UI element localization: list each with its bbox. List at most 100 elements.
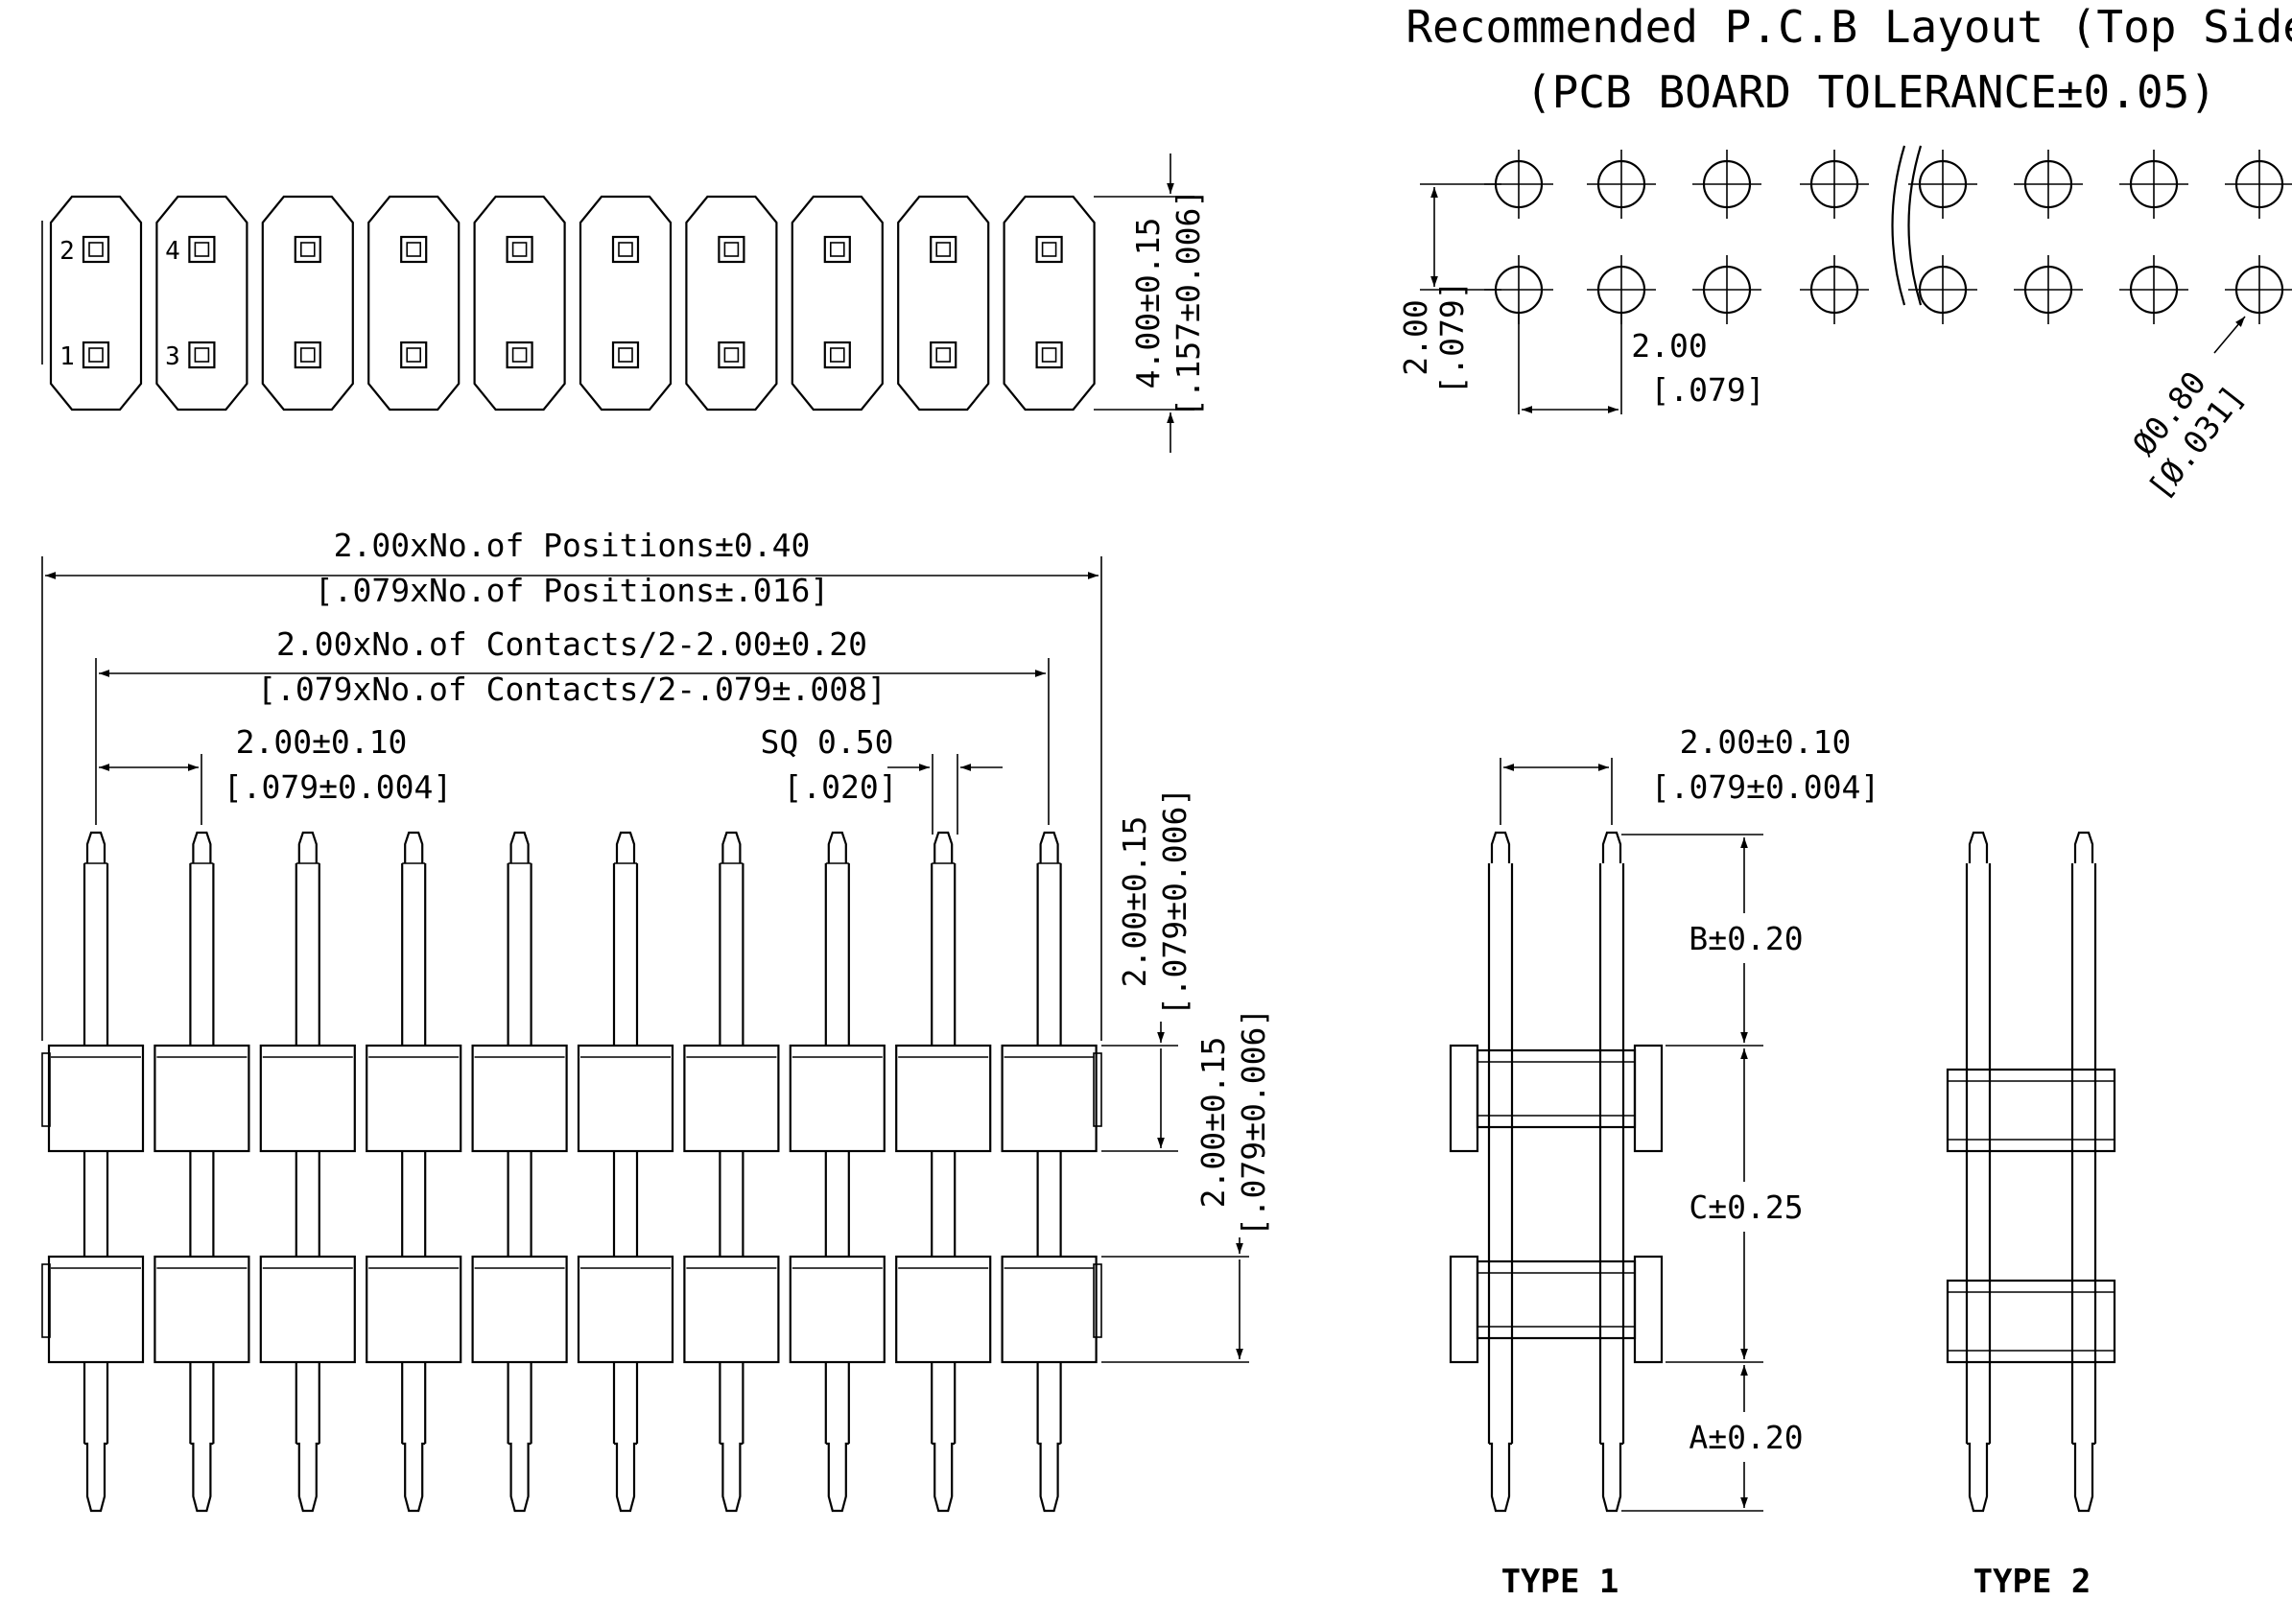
dim-a: A±0.20 <box>1689 1419 1803 1456</box>
pin-size-dim: SQ 0.50 <box>760 723 893 761</box>
pcb-col-pitch: 2.00 <box>1631 327 1707 365</box>
pcb-layout: Recommended P.C.B Layout (Top Side) (PCB… <box>1397 1 2292 506</box>
housing-block <box>683 1255 780 1364</box>
pin-tip-bottom <box>1037 1442 1061 1513</box>
pin-tip-top <box>192 831 212 863</box>
pin-square <box>823 235 851 264</box>
pin-square <box>82 341 110 369</box>
pin-tip-top <box>721 831 742 863</box>
pin-square <box>930 235 957 264</box>
type-1-label: TYPE 1 <box>1501 1563 1619 1601</box>
pin-tip-bottom <box>1967 1442 1990 1513</box>
pin-pitch-dim-inch: [.079±0.004] <box>224 768 452 806</box>
housing-cell <box>367 195 461 412</box>
pin-tip-top <box>827 831 847 863</box>
pin-tip-top <box>1601 831 1622 863</box>
pin-square <box>400 341 428 369</box>
pin-square-inner <box>194 242 210 257</box>
pin-tip-bottom <box>402 1442 426 1513</box>
type-2-label: TYPE 2 <box>1973 1563 2091 1601</box>
pin-square <box>188 341 216 369</box>
housing-cell <box>897 195 990 412</box>
top-width-dim-inch: [.157±0.006] <box>1170 189 1207 417</box>
housing-block <box>366 1044 462 1153</box>
housing-body <box>1476 1259 1637 1340</box>
pcb-tolerance: (PCB BOARD TOLERANCE±0.05) <box>1525 66 2216 118</box>
pin-square-inner <box>1041 242 1057 257</box>
housing-cell <box>791 195 884 412</box>
pin-square-inner <box>406 242 422 257</box>
pin-square <box>611 341 640 369</box>
pin-tip-bottom <box>2072 1442 2095 1513</box>
housing2-height-dim-inch: [.079±0.006] <box>1235 1008 1272 1236</box>
pin-square <box>82 235 110 264</box>
pin-tip-bottom <box>84 1442 107 1513</box>
pin-tip-top <box>615 831 636 863</box>
flange-left <box>1449 1044 1479 1153</box>
pin-square-inner <box>299 347 316 363</box>
pin-tip-top <box>933 831 954 863</box>
housing-block <box>259 1044 356 1153</box>
pin-square <box>823 341 851 369</box>
side-pitch-dim: 2.00±0.10 <box>1680 723 1852 761</box>
housing-cell <box>579 195 673 412</box>
housing-cell <box>1003 195 1096 412</box>
flange-left <box>1449 1255 1479 1364</box>
break-line-right <box>1907 145 1923 306</box>
pin-square-inner <box>935 242 952 257</box>
pin-label-2: 2 <box>59 237 75 266</box>
side-pitch-dim-inch: [.079±0.004] <box>1651 768 1879 806</box>
pin-square-inner <box>511 242 528 257</box>
housing-end-tab <box>41 1052 51 1127</box>
pin-tip-bottom <box>825 1442 849 1513</box>
pin-square-inner <box>618 242 633 257</box>
pin-square-inner <box>511 347 528 363</box>
pin-tip-top <box>297 831 318 863</box>
pin-square-inner <box>935 347 952 363</box>
top-view: 2 4 1 3 4.00±0.15 [.157±0.006] <box>41 153 1207 453</box>
type1-drawing <box>1449 831 1664 1513</box>
housing-block <box>366 1255 462 1364</box>
housing-cell <box>261 195 354 412</box>
housing-block <box>259 1255 356 1364</box>
pin-square <box>294 235 321 264</box>
pin-tip-top <box>1039 831 1059 863</box>
pin-square <box>718 341 745 369</box>
pin-square <box>400 235 428 264</box>
type2-drawing <box>1946 831 2116 1513</box>
housing-body <box>1946 1068 2116 1153</box>
housing-block <box>47 1044 145 1153</box>
pin-tip-top <box>509 831 530 863</box>
housing-height-dim-inch: [.079±0.006] <box>1156 788 1193 1016</box>
pin-square-inner <box>829 347 845 363</box>
housing-block <box>471 1255 568 1364</box>
pcb-col-pitch-inch: [.079] <box>1650 371 1764 409</box>
dim-c: C±0.25 <box>1689 1189 1803 1226</box>
pin-square <box>506 235 533 264</box>
housing-block <box>154 1044 250 1153</box>
pcb-title: Recommended P.C.B Layout (Top Side) <box>1406 1 2292 53</box>
housing-block <box>471 1044 568 1153</box>
housing-cell <box>685 195 778 412</box>
housing2-height-dim: 2.00±0.15 <box>1194 1037 1232 1209</box>
pin-square <box>611 235 640 264</box>
housing-height-dim: 2.00±0.15 <box>1116 816 1153 988</box>
housing-cell <box>473 195 566 412</box>
pin-square-inner <box>194 347 210 363</box>
pin-tip-bottom <box>1489 1442 1512 1513</box>
housing-block <box>789 1044 886 1153</box>
pin-tip-top <box>404 831 424 863</box>
pin-label-4: 4 <box>165 237 180 266</box>
front-view: 2.00xNo.of Positions±0.40 [.079xNo.of Po… <box>41 527 1272 1513</box>
housing-end-tab <box>1093 1263 1102 1338</box>
housing-block <box>1001 1255 1098 1364</box>
housing-block <box>895 1044 992 1153</box>
overall-length-dim: 2.00xNo.of Positions±0.40 <box>334 527 811 564</box>
pcb-holes <box>1484 150 2292 324</box>
pin-span-dim-inch: [.079xNo.of Contacts/2-.079±.008] <box>257 671 886 708</box>
housing-block <box>577 1255 674 1364</box>
pin-tip-top <box>1968 831 1989 863</box>
pin-tip-bottom <box>508 1442 532 1513</box>
housing-body <box>1946 1279 2116 1364</box>
